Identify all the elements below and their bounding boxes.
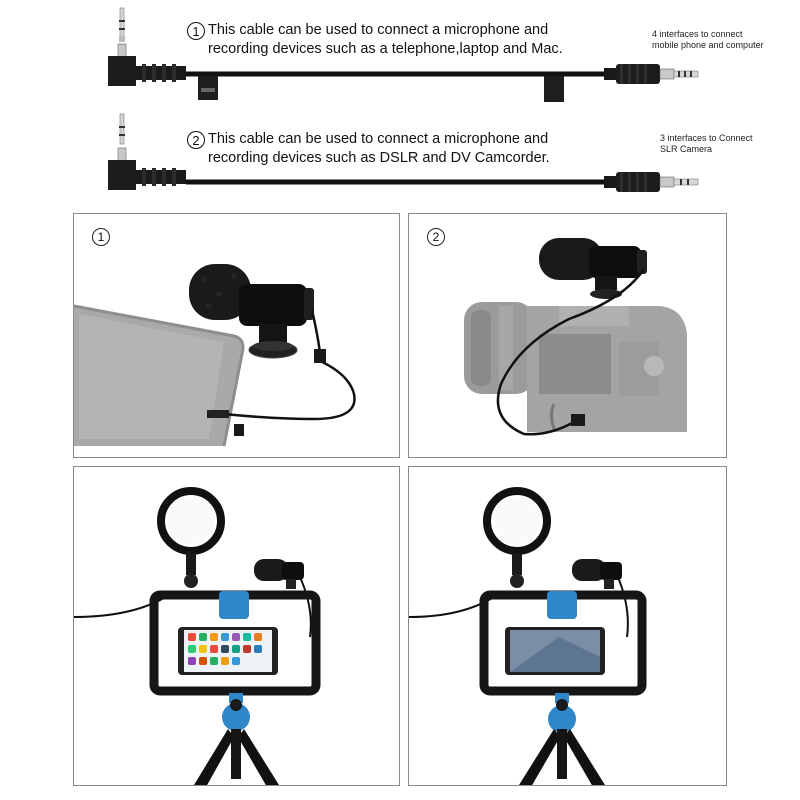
panel-4-rig-with-phone-screen [408, 466, 727, 786]
cable-1-note-line1: 4 interfaces to connect [652, 29, 743, 39]
cable-2-note-line1: 3 interfaces to Connect [660, 133, 753, 143]
panel-1-phone-connection: 1 [73, 213, 400, 458]
cable-2-note: 3 interfaces to Connect SLR Camera [660, 133, 753, 155]
cable-1-description-line1: This cable can be used to connect a micr… [208, 22, 549, 38]
camera-mic-illustration [464, 238, 687, 436]
phone-mic-illustration [74, 264, 356, 447]
phone-app-icons [188, 633, 262, 665]
cable-1-note: 4 interfaces to connect mobile phone and… [652, 29, 764, 51]
cable-1-note-line2: mobile phone and computer [652, 40, 764, 50]
cable-2-illustration [108, 113, 699, 192]
panel-2-number: 2 [427, 228, 445, 246]
vlog-rig-illustration-1 [74, 487, 321, 785]
panel-2-camera-connection: 2 [408, 213, 727, 458]
cable-2-note-line2: SLR Camera [660, 144, 713, 154]
cable-2-description-line1: This cable can be used to connect a micr… [208, 131, 549, 147]
cable-illustrations [108, 7, 699, 192]
vlog-rig-illustration-2 [409, 487, 647, 785]
panel-3-rig-with-phone-apps [73, 466, 400, 786]
panel-1-number: 1 [92, 228, 110, 246]
cable-2-description-line2: recording devices such as DSLR and DV Ca… [208, 150, 550, 166]
cable-2-description: This cable can be used to connect a micr… [208, 130, 550, 168]
cable-1-description: This cable can be used to connect a micr… [208, 21, 563, 59]
cable-1-illustration [108, 7, 699, 102]
cable-1-number: 1 [187, 22, 205, 40]
cable-1-description-line2: recording devices such as a telephone,la… [208, 41, 563, 57]
cable-2-number: 2 [187, 131, 205, 149]
